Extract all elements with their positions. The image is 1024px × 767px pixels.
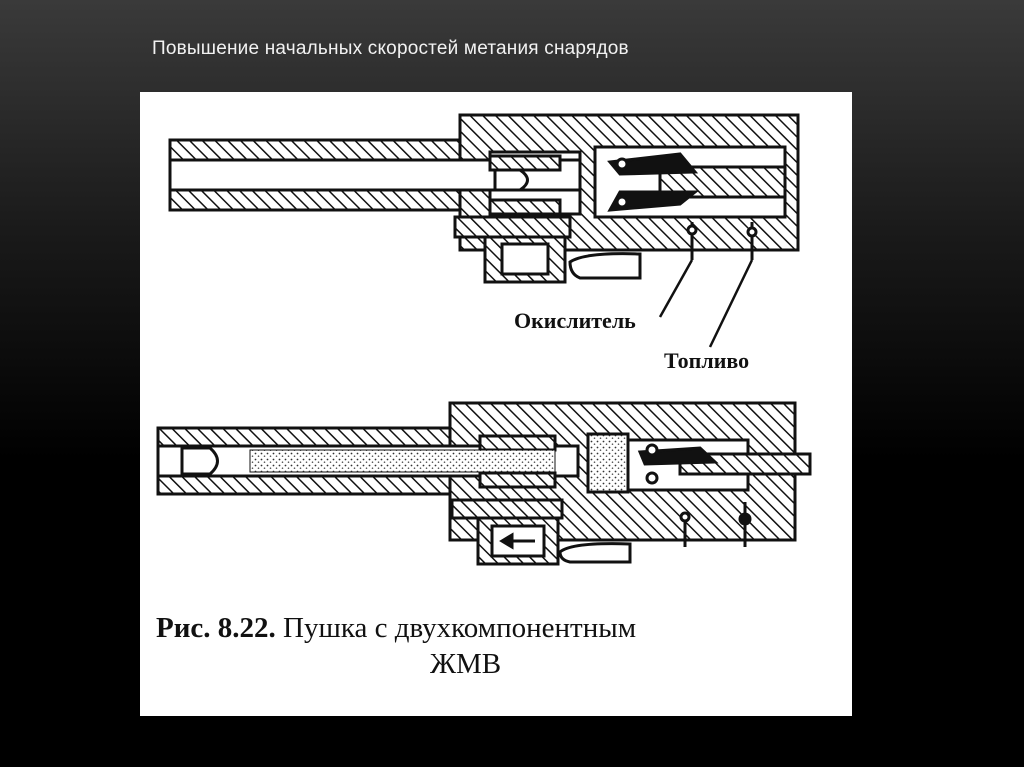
figure-caption-line2: ЖМВ [430,648,502,680]
bottom-gun [156,401,812,566]
top-gun [168,113,800,348]
figure-panel: Окислитель Топливо Рис. 8.22. Пушка с дв… [140,92,852,716]
caption-text: Пушка с двухкомпонентным [283,612,637,644]
gun-diagram [156,113,812,566]
slide-title: Повышение начальных скоростей метания сн… [152,38,629,59]
caption-number: Рис. 8.22. [156,612,276,644]
label-oxidizer: Окислитель [514,308,636,333]
figure-caption-line1: Рис. 8.22. Пушка с двухкомпонентным [156,612,636,645]
label-fuel: Топливо [664,348,750,373]
